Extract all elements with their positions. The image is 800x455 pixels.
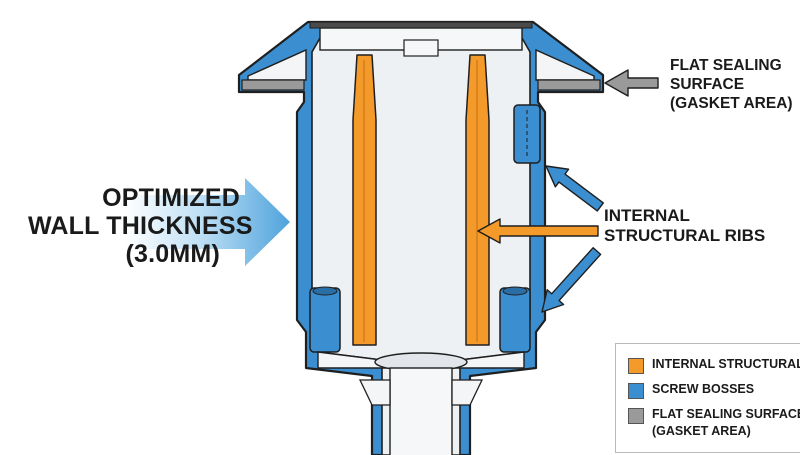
screw-boss-lower-right — [499, 287, 531, 353]
sealing-callout-line-3: (GASKET AREA) — [670, 95, 793, 112]
gasket-right — [537, 79, 601, 91]
wall-thickness-arrow — [125, 178, 290, 266]
lid-top-band — [309, 21, 533, 29]
wall-callout-line-2: WALL THICKNESS — [28, 212, 253, 240]
legend-swatch-gasket — [628, 408, 644, 424]
ribs-callout-line-1: INTERNAL — [604, 206, 690, 225]
legend-label-gasket-line-1: FLAT SEALING SURFACE — [652, 407, 800, 421]
outlet-collar — [358, 379, 484, 406]
structural-ribs-callout: INTERNAL STRUCTURAL RIBS — [604, 206, 765, 246]
sealing-surface-callout: FLAT SEALING SURFACE (GASKET AREA) — [670, 56, 793, 113]
boss-lower-left-top — [312, 286, 338, 296]
wall-callout-line-1: OPTIMIZED — [102, 184, 240, 212]
rib-arrow-upper — [545, 165, 605, 212]
rib-arrow-lower — [541, 247, 602, 313]
legend-label-bosses: SCREW BOSSES — [652, 382, 755, 396]
outlet-pipe — [389, 367, 453, 455]
screw-boss-lower-left — [309, 287, 341, 353]
ribs-callout-line-2: STRUCTURAL RIBS — [604, 226, 766, 245]
boss-lower-right-top — [502, 286, 528, 296]
legend-label-gasket: FLAT SEALING SURFACE (GASKET AREA) — [652, 406, 800, 440]
legend-label-gasket-line-2: (GASKET AREA) — [652, 424, 751, 438]
wall-thickness-callout: OPTIMIZED WALL THICKNESS (3.0mm) — [28, 184, 253, 268]
rib-arrow-orange — [477, 218, 599, 244]
gasket-left — [241, 79, 305, 91]
legend: INTERNAL STRUCTURAL RIBS SCREW BOSSES FL… — [615, 343, 800, 453]
flange-left — [247, 48, 307, 81]
lid-tab — [403, 39, 439, 57]
legend-swatch-ribs — [628, 358, 644, 374]
legend-label-ribs: INTERNAL STRUCTURAL RIBS — [652, 357, 800, 371]
wall-callout-line-3: (3.0mm) — [125, 240, 220, 268]
sealing-callout-line-2: SURFACE — [670, 76, 745, 93]
sealing-arrow — [604, 69, 659, 97]
legend-swatch-bosses — [628, 383, 644, 399]
flange-right — [535, 48, 595, 81]
sealing-callout-line-1: FLAT SEALING — [670, 57, 782, 74]
